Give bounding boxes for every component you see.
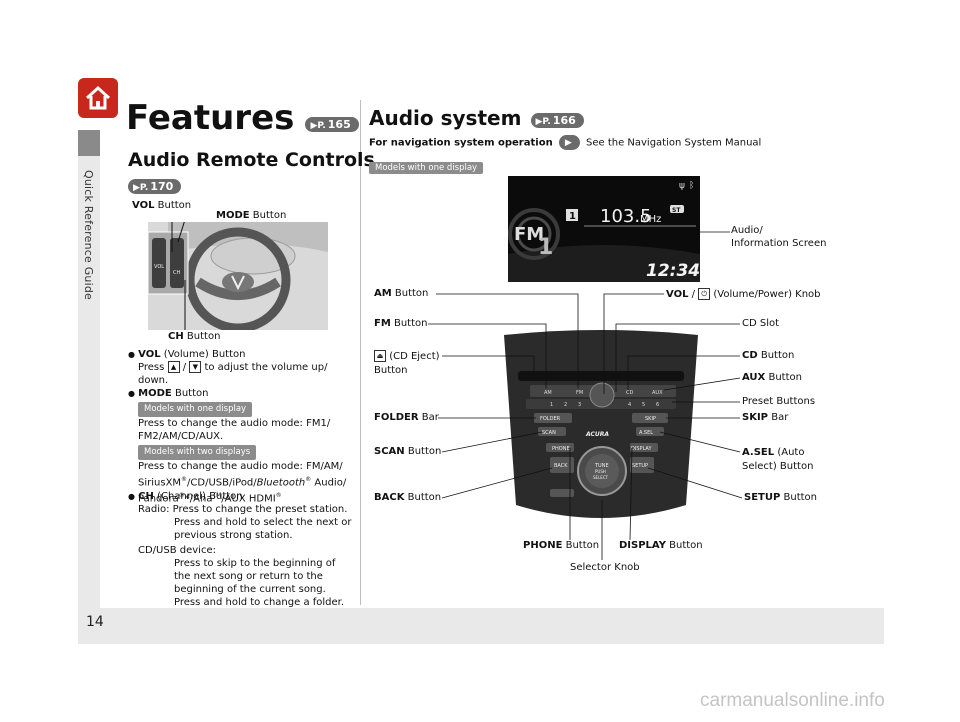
svg-text:SETUP: SETUP	[632, 463, 648, 469]
callout-cd: CD Button	[742, 350, 795, 361]
usb-icon: ψ	[679, 181, 685, 191]
callout-cd-slot: CD Slot	[742, 318, 780, 329]
fig-label-mode: MODE Button	[216, 210, 287, 221]
svg-text:6: 6	[656, 402, 659, 408]
svg-text:TUNE: TUNE	[594, 463, 609, 469]
svg-text:FM: FM	[576, 390, 583, 396]
svg-text:5: 5	[642, 402, 645, 408]
callout-selector: Selector Knob	[570, 562, 640, 573]
svg-text:3: 3	[578, 402, 581, 408]
down-arrow-icon: ▼	[189, 361, 202, 373]
svg-text:12:34: 12:34	[646, 261, 700, 281]
mode-item: ● MODE Button Models with one display Pr…	[128, 388, 347, 505]
svg-text:PUSH: PUSH	[595, 469, 606, 474]
svg-text:CD: CD	[626, 390, 633, 396]
svg-text:SKIP: SKIP	[645, 416, 656, 422]
features-page-ref[interactable]: ▶P.165	[305, 117, 359, 132]
svg-text:SELECT: SELECT	[593, 475, 609, 480]
svg-text:VOL: VOL	[154, 264, 164, 270]
svg-text:AUX: AUX	[652, 390, 663, 396]
bluetooth-icon: ᛒ	[689, 180, 694, 191]
page-title: Features	[126, 98, 295, 138]
svg-text:FM: FM	[514, 224, 544, 245]
callout-skip: SKIP Bar	[742, 412, 789, 423]
nav-note: For navigation system operation ▶ See th…	[369, 135, 761, 150]
callout-audio-screen: Audio/Information Screen	[731, 225, 827, 249]
model-pill-one: Models with one display	[138, 402, 253, 417]
home-button[interactable]	[78, 78, 118, 118]
svg-text:A.SEL: A.SEL	[639, 430, 653, 436]
svg-text:AM: AM	[544, 390, 552, 396]
audio-heading: Audio system ▶P.166	[369, 106, 584, 130]
svg-text:CH: CH	[173, 270, 180, 276]
fig-label-ch: CH Button	[168, 331, 221, 342]
column-divider	[360, 100, 361, 605]
audio-page-ref[interactable]: ▶P.166	[530, 113, 584, 128]
power-icon: ⏻	[698, 288, 711, 300]
watermark: carmanualsonline.info	[700, 690, 885, 711]
svg-text:FOLDER: FOLDER	[540, 416, 561, 422]
fig-label-vol: VOL Button	[132, 200, 192, 211]
svg-text:MHz: MHz	[640, 214, 661, 225]
svg-text:1: 1	[538, 235, 553, 260]
sidebar-rail	[78, 156, 100, 608]
callout-scan: SCAN Button	[374, 446, 442, 457]
footer-band	[78, 608, 884, 644]
ch-item: ● CH (Channel) Button Radio: Press to ch…	[128, 491, 352, 608]
callout-setup: SETUP Button	[744, 492, 817, 503]
up-arrow-icon: ▲	[167, 361, 180, 373]
section-title-audio: Audio system	[369, 106, 522, 130]
section-title-remote: Audio Remote Controls	[128, 149, 375, 171]
callout-am: AM Button	[374, 288, 429, 299]
svg-text:BACK: BACK	[554, 463, 568, 469]
svg-text:DISPLAY: DISPLAY	[631, 446, 652, 452]
callout-aux: AUX Button	[742, 372, 802, 383]
audio-model-pill: Models with one display	[369, 155, 484, 174]
svg-text:PHONE: PHONE	[552, 446, 570, 452]
callout-fm: FM Button	[374, 318, 428, 329]
callout-preset: Preset Buttons	[742, 396, 816, 407]
svg-text:103.5: 103.5	[600, 206, 652, 227]
model-pill-two: Models with two displays	[138, 445, 257, 460]
svg-text:SCAN: SCAN	[542, 430, 556, 436]
features-heading: Features ▶P.165	[126, 98, 359, 138]
callout-phone: PHONE Button	[523, 540, 600, 551]
page-number: 14	[86, 614, 104, 630]
audio-info-screen: FM 1 1 103.5 MHz ST ψ ᛒ 12:34	[508, 176, 700, 282]
sidebar-tab-marker	[78, 130, 100, 156]
sidebar-title: Quick Reference Guide	[82, 170, 95, 300]
home-icon	[85, 85, 111, 110]
steering-wheel-figure: VOL CH	[148, 222, 328, 330]
nav-manual-arrow-icon[interactable]: ▶	[558, 135, 580, 150]
svg-text:ACURA: ACURA	[585, 431, 609, 438]
callout-display: DISPLAY Button	[619, 540, 703, 551]
svg-text:ST: ST	[672, 207, 681, 214]
callout-cd-eject: ⏏ (CD Eject)Button	[374, 350, 440, 376]
svg-text:1: 1	[569, 211, 576, 222]
svg-text:1: 1	[550, 402, 553, 408]
callout-folder: FOLDER Bar	[374, 412, 439, 423]
svg-text:2: 2	[564, 402, 567, 408]
vol-item: ● VOL (Volume) Button Press ▲ / ▼ to adj…	[128, 349, 328, 386]
audio-control-panel: AM FM CD AUX 1 2 3 4 5 6 FOLDER SKIP SCA…	[504, 330, 698, 518]
callout-back: BACK Button	[374, 492, 442, 503]
eject-icon: ⏏	[374, 350, 386, 362]
callout-vol-knob: VOL / ⏻ (Volume/Power) Knob	[666, 288, 821, 300]
remote-page-ref[interactable]: ▶P.170	[128, 176, 182, 195]
svg-text:4: 4	[628, 402, 631, 408]
